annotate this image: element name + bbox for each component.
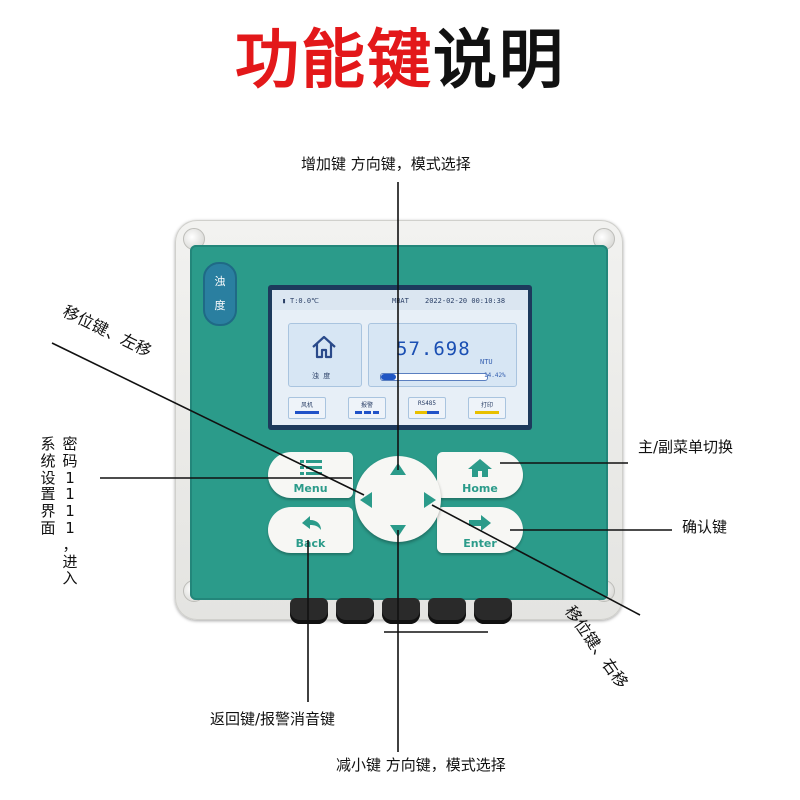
- screen-button-label: 风机: [300, 402, 313, 409]
- screen-button-label: RS485: [417, 400, 437, 407]
- back-key-label: Back: [295, 537, 326, 550]
- callout-char: 系: [40, 435, 56, 453]
- cable-gland: [336, 598, 374, 624]
- callout-char: 密: [62, 435, 78, 453]
- cable-glands: [290, 598, 512, 626]
- screen-button-label: 打印: [480, 402, 493, 409]
- reading-percent: 14.42%: [484, 372, 506, 379]
- callout-home-key: 主/副菜单切换: [638, 438, 734, 456]
- page-title: 功能键说明: [0, 26, 800, 96]
- callout-char: 1: [65, 518, 75, 537]
- callout-left-shift: 移位键、左移: [59, 301, 155, 361]
- right-arrow-icon: [469, 515, 491, 531]
- callout-char: 1: [65, 485, 75, 504]
- title-part-red: 功能键: [235, 24, 433, 98]
- status-indicator: [295, 411, 319, 414]
- menu-key[interactable]: Menu: [268, 452, 353, 498]
- back-arrow-icon: [301, 516, 321, 530]
- title-part-black: 说明: [433, 24, 565, 98]
- datetime-readout: 2022-02-20 00:10:38: [425, 297, 506, 305]
- enter-key[interactable]: Enter: [437, 507, 523, 553]
- screen-button-label: 报警: [360, 402, 373, 409]
- measurement-type-label: 浊 度: [203, 262, 237, 326]
- screen-button-fan[interactable]: 风机: [288, 397, 326, 419]
- home-card-label: 浊 度: [312, 372, 331, 380]
- main-reading: 57.698: [396, 338, 471, 360]
- screen-button-rs485[interactable]: RS485: [408, 397, 446, 419]
- menu-icon: [299, 460, 322, 475]
- back-key[interactable]: Back: [268, 507, 353, 553]
- reading-unit: NTU: [480, 358, 493, 366]
- side-label-char: 度: [214, 299, 226, 312]
- callout-char: 置: [40, 485, 56, 504]
- reading-progress-fill: [381, 374, 397, 380]
- cable-gland: [382, 598, 420, 624]
- callout-char: 进: [62, 552, 78, 571]
- home-icon: [312, 335, 336, 359]
- direction-pad: [355, 456, 441, 542]
- home-icon: [468, 459, 492, 477]
- reading-progress-bar: [380, 373, 488, 381]
- status-text: MBAT: [392, 297, 409, 305]
- callout-enter-key: 确认键: [682, 518, 728, 536]
- callout-back-key: 返回键/报警消音键: [210, 710, 336, 728]
- callout-char: 1: [65, 468, 75, 487]
- status-indicator: [475, 411, 499, 414]
- callout-char: ，: [62, 535, 78, 554]
- callout-char: 统: [40, 451, 56, 470]
- callout-char: 码: [62, 451, 78, 470]
- screen-status-bar: ▮ T:0.0℃ MBAT 2022-02-20 00:10:38: [272, 290, 528, 310]
- home-key[interactable]: Home: [437, 452, 523, 498]
- status-indicator: [355, 411, 379, 414]
- callout-char: 界: [40, 502, 56, 521]
- callout-down-key: 减小键 方向键，模式选择: [336, 756, 506, 774]
- home-key-label: Home: [462, 482, 498, 495]
- thermometer-icon: ▮: [282, 297, 287, 305]
- cable-gland: [290, 598, 328, 624]
- callout-up-key: 增加键 方向键，模式选择: [301, 155, 471, 173]
- menu-key-label: Menu: [293, 482, 328, 495]
- lcd-screen: ▮ T:0.0℃ MBAT 2022-02-20 00:10:38 浊 度 57…: [272, 290, 528, 425]
- side-label-char: 浊: [214, 275, 226, 288]
- callout-char: 1: [65, 502, 75, 521]
- enter-key-label: Enter: [463, 537, 497, 550]
- screen-button-print[interactable]: 打印: [468, 397, 506, 419]
- callout-char: 设: [40, 468, 56, 487]
- screen-button-alarm[interactable]: 报警: [348, 397, 386, 419]
- temperature-readout: T:0.0℃: [290, 297, 319, 305]
- callout-char: 面: [40, 518, 56, 537]
- cable-gland: [428, 598, 466, 624]
- status-indicator: [415, 411, 439, 414]
- cable-gland: [474, 598, 512, 624]
- callout-menu-col-2: 系统设置界面: [40, 436, 56, 537]
- callout-char: 入: [62, 569, 78, 588]
